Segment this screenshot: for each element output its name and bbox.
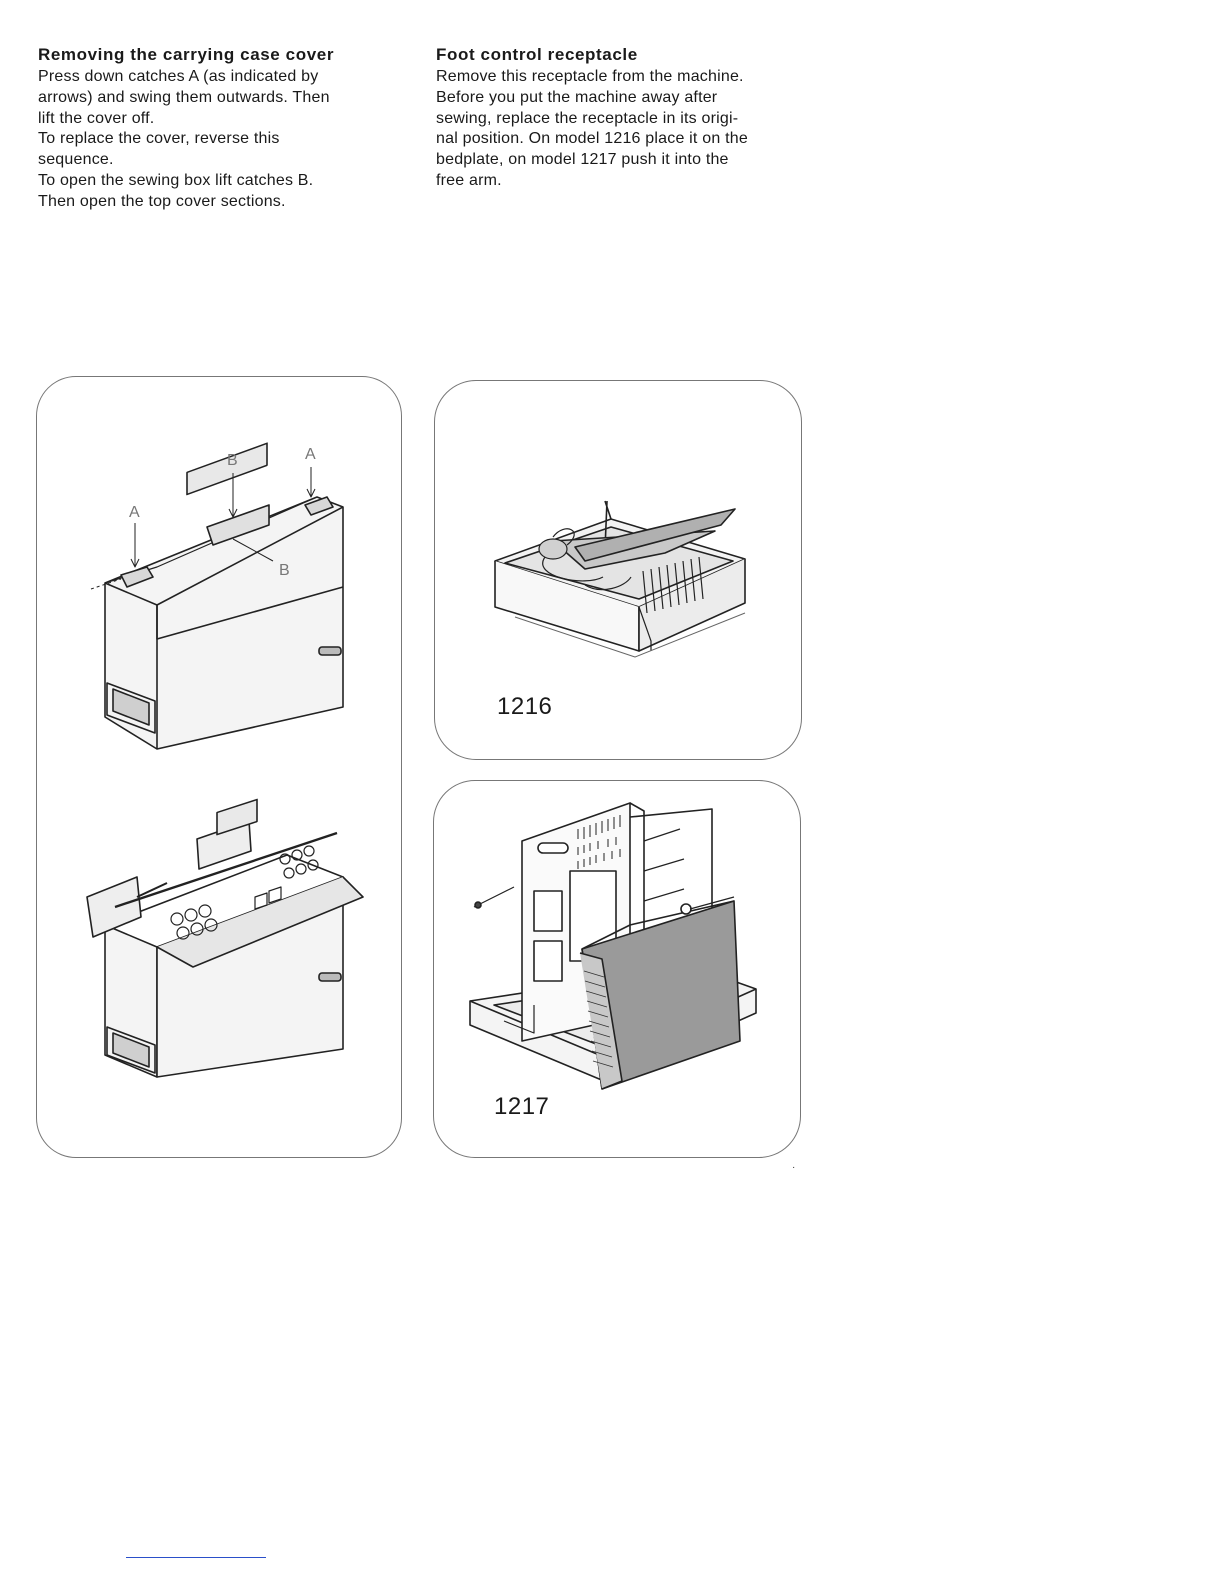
- model-label-1216: 1216: [497, 693, 553, 720]
- label-catch-a-right: A: [305, 446, 316, 463]
- text-line: Press down catches A (as indicated by: [38, 68, 319, 85]
- text-line: sewing, replace the receptacle in its or…: [436, 109, 739, 127]
- heading-carrying-case: Removing the carrying case cover: [38, 45, 335, 64]
- text-line: free arm.: [436, 171, 502, 189]
- text-line: To open the sewing box lift catches B.: [38, 171, 314, 189]
- label-catch-b-top: B: [227, 452, 238, 469]
- text-line: bedplate, on model 1217 push it into the: [436, 151, 729, 169]
- text-line: nal position. On model 1216 place it on …: [436, 130, 748, 148]
- text-line: arrows) and swing them outwards. Then: [38, 88, 330, 106]
- text-line: Then open the top cover sections.: [38, 192, 286, 210]
- label-catch-a-left: A: [129, 504, 140, 521]
- page-mark: ·: [792, 1162, 796, 1173]
- figure-panel-carrying-case: A B A B: [36, 376, 402, 1158]
- figure-panel-1217: 1217: [433, 780, 801, 1158]
- carrying-case-illustration: A B A B: [86, 442, 364, 1078]
- text-line: lift the cover off.: [38, 109, 155, 127]
- section-foot-control: Foot control receptacle Remove this rece…: [436, 44, 806, 192]
- text-line: Before you put the machine away after: [436, 88, 718, 106]
- model-label-1217: 1217: [494, 1093, 550, 1120]
- section-carrying-case: Removing the carrying case cover Press d…: [38, 44, 398, 213]
- figure-panel-1216: 1216: [434, 380, 802, 760]
- footer-rule: [126, 1557, 266, 1558]
- receptacle-1216-illustration: [494, 500, 746, 658]
- heading-foot-control: Foot control receptacle: [436, 45, 638, 64]
- text-line: To replace the cover, reverse this: [38, 130, 280, 148]
- label-catch-b-lower: B: [279, 562, 290, 579]
- receptacle-1217-illustration: [469, 802, 757, 1090]
- text-line: sequence.: [38, 151, 114, 169]
- text-line: Remove this receptacle from the machine.: [436, 68, 744, 85]
